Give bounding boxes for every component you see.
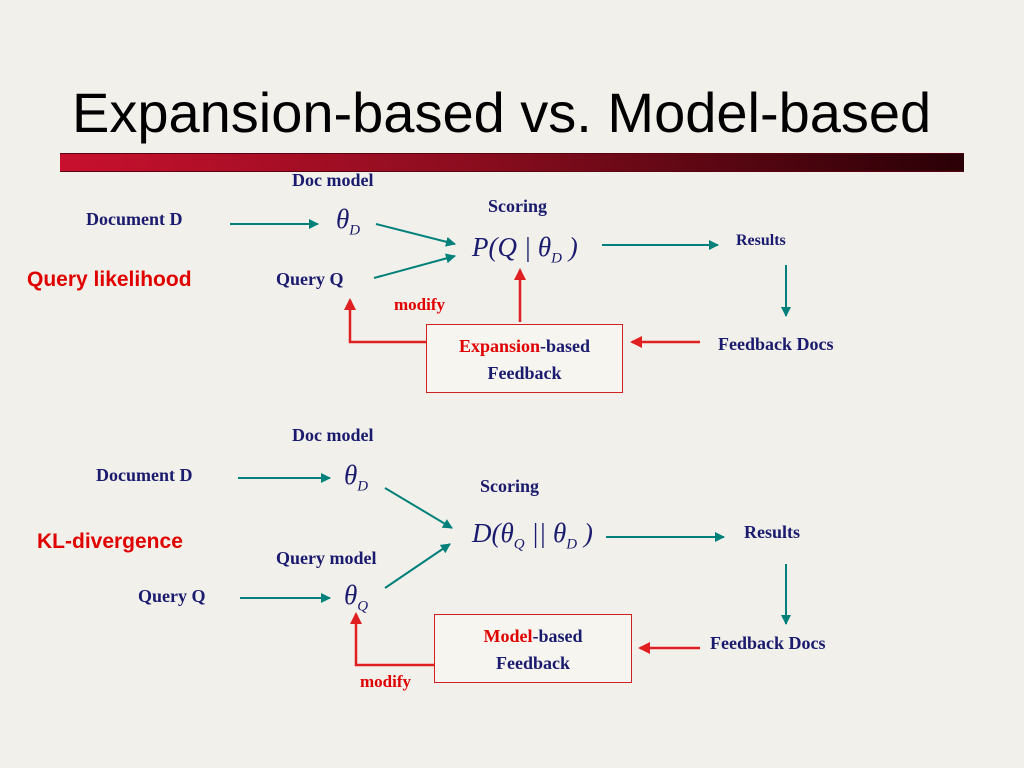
bottom-box-to-theta-q-arrow: [350, 612, 434, 667]
bottom-query-label: Query Q: [138, 586, 206, 606]
bottom-modify-label: modify: [360, 672, 411, 691]
top-document-label: Document D: [86, 209, 183, 229]
bottom-scoring-formula: D(θQ || θD ): [472, 518, 593, 553]
expansion-highlight: Expansion: [458, 336, 541, 356]
top-theta-to-scoring-arrow: [375, 223, 456, 247]
expansion-feedback-box: Expansion-based Feedback: [426, 324, 623, 393]
bottom-doc-model-label: Doc model: [292, 425, 374, 445]
kl-divergence-label: KL-divergence: [37, 530, 183, 553]
expansion-box-line2: Feedback: [487, 363, 562, 383]
top-doc-model-label: Doc model: [292, 170, 374, 190]
model-highlight: Model: [483, 626, 533, 646]
bottom-theta-d: θD: [344, 460, 369, 495]
top-scoring-label: Scoring: [488, 196, 548, 216]
bottom-document-label: Document D: [96, 465, 193, 485]
bottom-theta-q: θQ: [344, 580, 369, 615]
top-modify-label: modify: [394, 295, 445, 314]
bottom-query-model-label: Query model: [276, 548, 377, 568]
expansion-box-rest: -based: [540, 336, 591, 356]
top-query-to-scoring-arrow: [373, 253, 456, 279]
query-likelihood-label: Query likelihood: [27, 268, 192, 291]
top-theta-d: θD: [336, 204, 361, 239]
model-feedback-box: Model-based Feedback: [434, 614, 632, 683]
model-box-rest: -based: [532, 626, 583, 646]
bottom-theta-d-to-scoring-arrow: [384, 487, 453, 529]
slide-title: Expansion-based vs. Model-based: [72, 81, 932, 144]
bottom-theta-q-to-scoring-arrow: [384, 543, 451, 589]
bottom-results-label: Results: [744, 522, 801, 542]
bottom-feedback-docs-label: Feedback Docs: [710, 633, 826, 653]
bottom-scoring-label: Scoring: [480, 476, 540, 496]
top-results-label: Results: [736, 232, 786, 249]
top-scoring-formula: P(Q | θD ): [472, 232, 578, 267]
model-box-line2: Feedback: [496, 653, 570, 673]
title-underline-bar: [60, 153, 964, 172]
top-box-to-query-arrow: [344, 298, 426, 344]
top-query-label: Query Q: [276, 269, 344, 289]
top-feedback-docs-label: Feedback Docs: [718, 334, 834, 354]
